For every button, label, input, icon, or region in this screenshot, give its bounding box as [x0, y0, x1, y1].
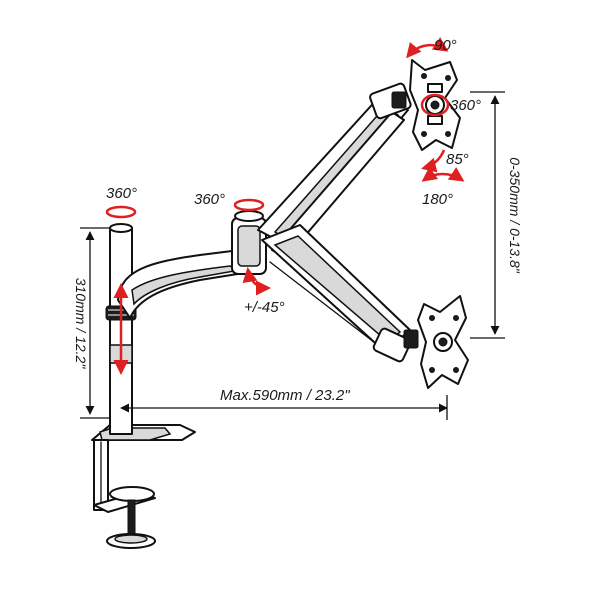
vesa-plate-lower: [417, 295, 469, 389]
lower-gas-arm: [261, 224, 419, 363]
upper-arm: [257, 82, 412, 259]
label-pole-height: 310mm / 12.2": [73, 278, 89, 370]
label-height-range: 0-350mm / 0-13.8": [507, 157, 523, 273]
label-rotation-vesa: 360°: [450, 97, 481, 114]
label-rotation-elbow: 360°: [194, 191, 225, 208]
desk-clamp-icon: [91, 424, 196, 549]
label-tilt-down: 85°: [446, 151, 469, 168]
vesa-plate-icon: [409, 59, 461, 151]
label-swivel-head: 180°: [422, 191, 453, 208]
dimension-height-range: [470, 91, 505, 339]
label-tilt-arm: +/-45°: [244, 299, 285, 316]
label-rotation-top: 90°: [434, 37, 457, 54]
dimension-max-reach: [120, 395, 448, 420]
label-rotation-pole: 360°: [106, 185, 137, 202]
lower-arm: [117, 210, 267, 319]
label-max-reach: Max.590mm / 23.2": [220, 387, 350, 404]
rotation-arrow-icon: [105, 37, 465, 375]
dimension-pole-height: [80, 227, 110, 419]
tilt-arrow-icon: [242, 267, 271, 296]
